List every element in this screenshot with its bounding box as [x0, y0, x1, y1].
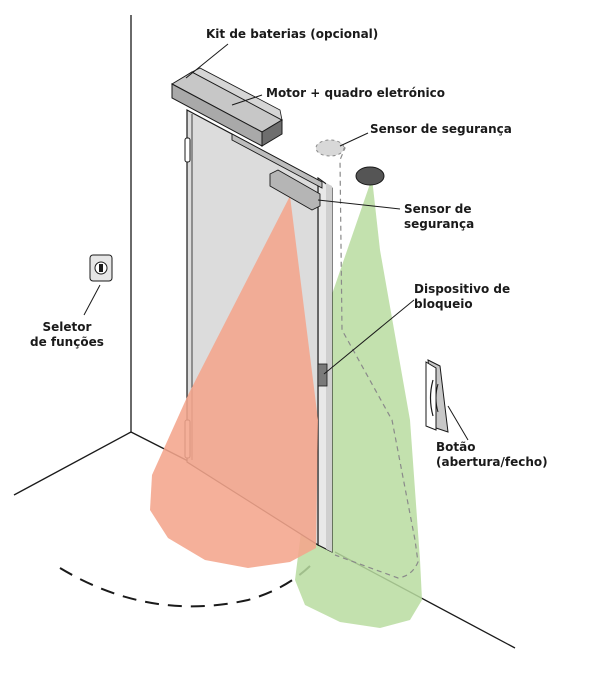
label-motor: Motor + quadro eletrónico — [266, 86, 445, 100]
label-button-line2: (abertura/fecho) — [436, 455, 548, 469]
label-button-line1: Botão — [436, 440, 476, 454]
operator-arm — [231, 133, 323, 189]
red-sensor-beam — [150, 196, 318, 568]
label-button: Botão (abertura/fecho) — [436, 440, 548, 470]
label-safety-sensor-side-line2: segurança — [404, 217, 475, 231]
key-selector-icon — [89, 254, 113, 282]
label-locking-device-line1: Dispositivo de — [414, 282, 511, 296]
door-sensor-bar — [269, 169, 321, 211]
label-locking-device: Dispositivo de bloqueio — [414, 282, 510, 312]
locking-device — [317, 363, 328, 387]
operator-box — [170, 67, 284, 147]
dome-sensor-icon — [355, 166, 385, 186]
door-swing-arc — [59, 559, 317, 608]
label-safety-sensor-side-line1: Sensor de — [404, 202, 472, 216]
label-function-selector-line2: de funções — [30, 335, 104, 349]
label-function-selector: Seletor de funções — [30, 320, 104, 350]
label-locking-device-line2: bloqueio — [414, 297, 473, 311]
label-function-selector-line1: Seletor — [42, 320, 92, 334]
label-safety-sensor-top: Sensor de segurança — [370, 122, 512, 136]
hinge-top — [184, 137, 191, 163]
label-battery-kit: Kit de baterias (opcional) — [206, 27, 379, 41]
push-button-icon — [425, 359, 449, 433]
label-safety-sensor-side: Sensor de segurança — [404, 202, 474, 232]
leader-lines — [83, 43, 469, 441]
ghost-sensor — [315, 139, 345, 157]
